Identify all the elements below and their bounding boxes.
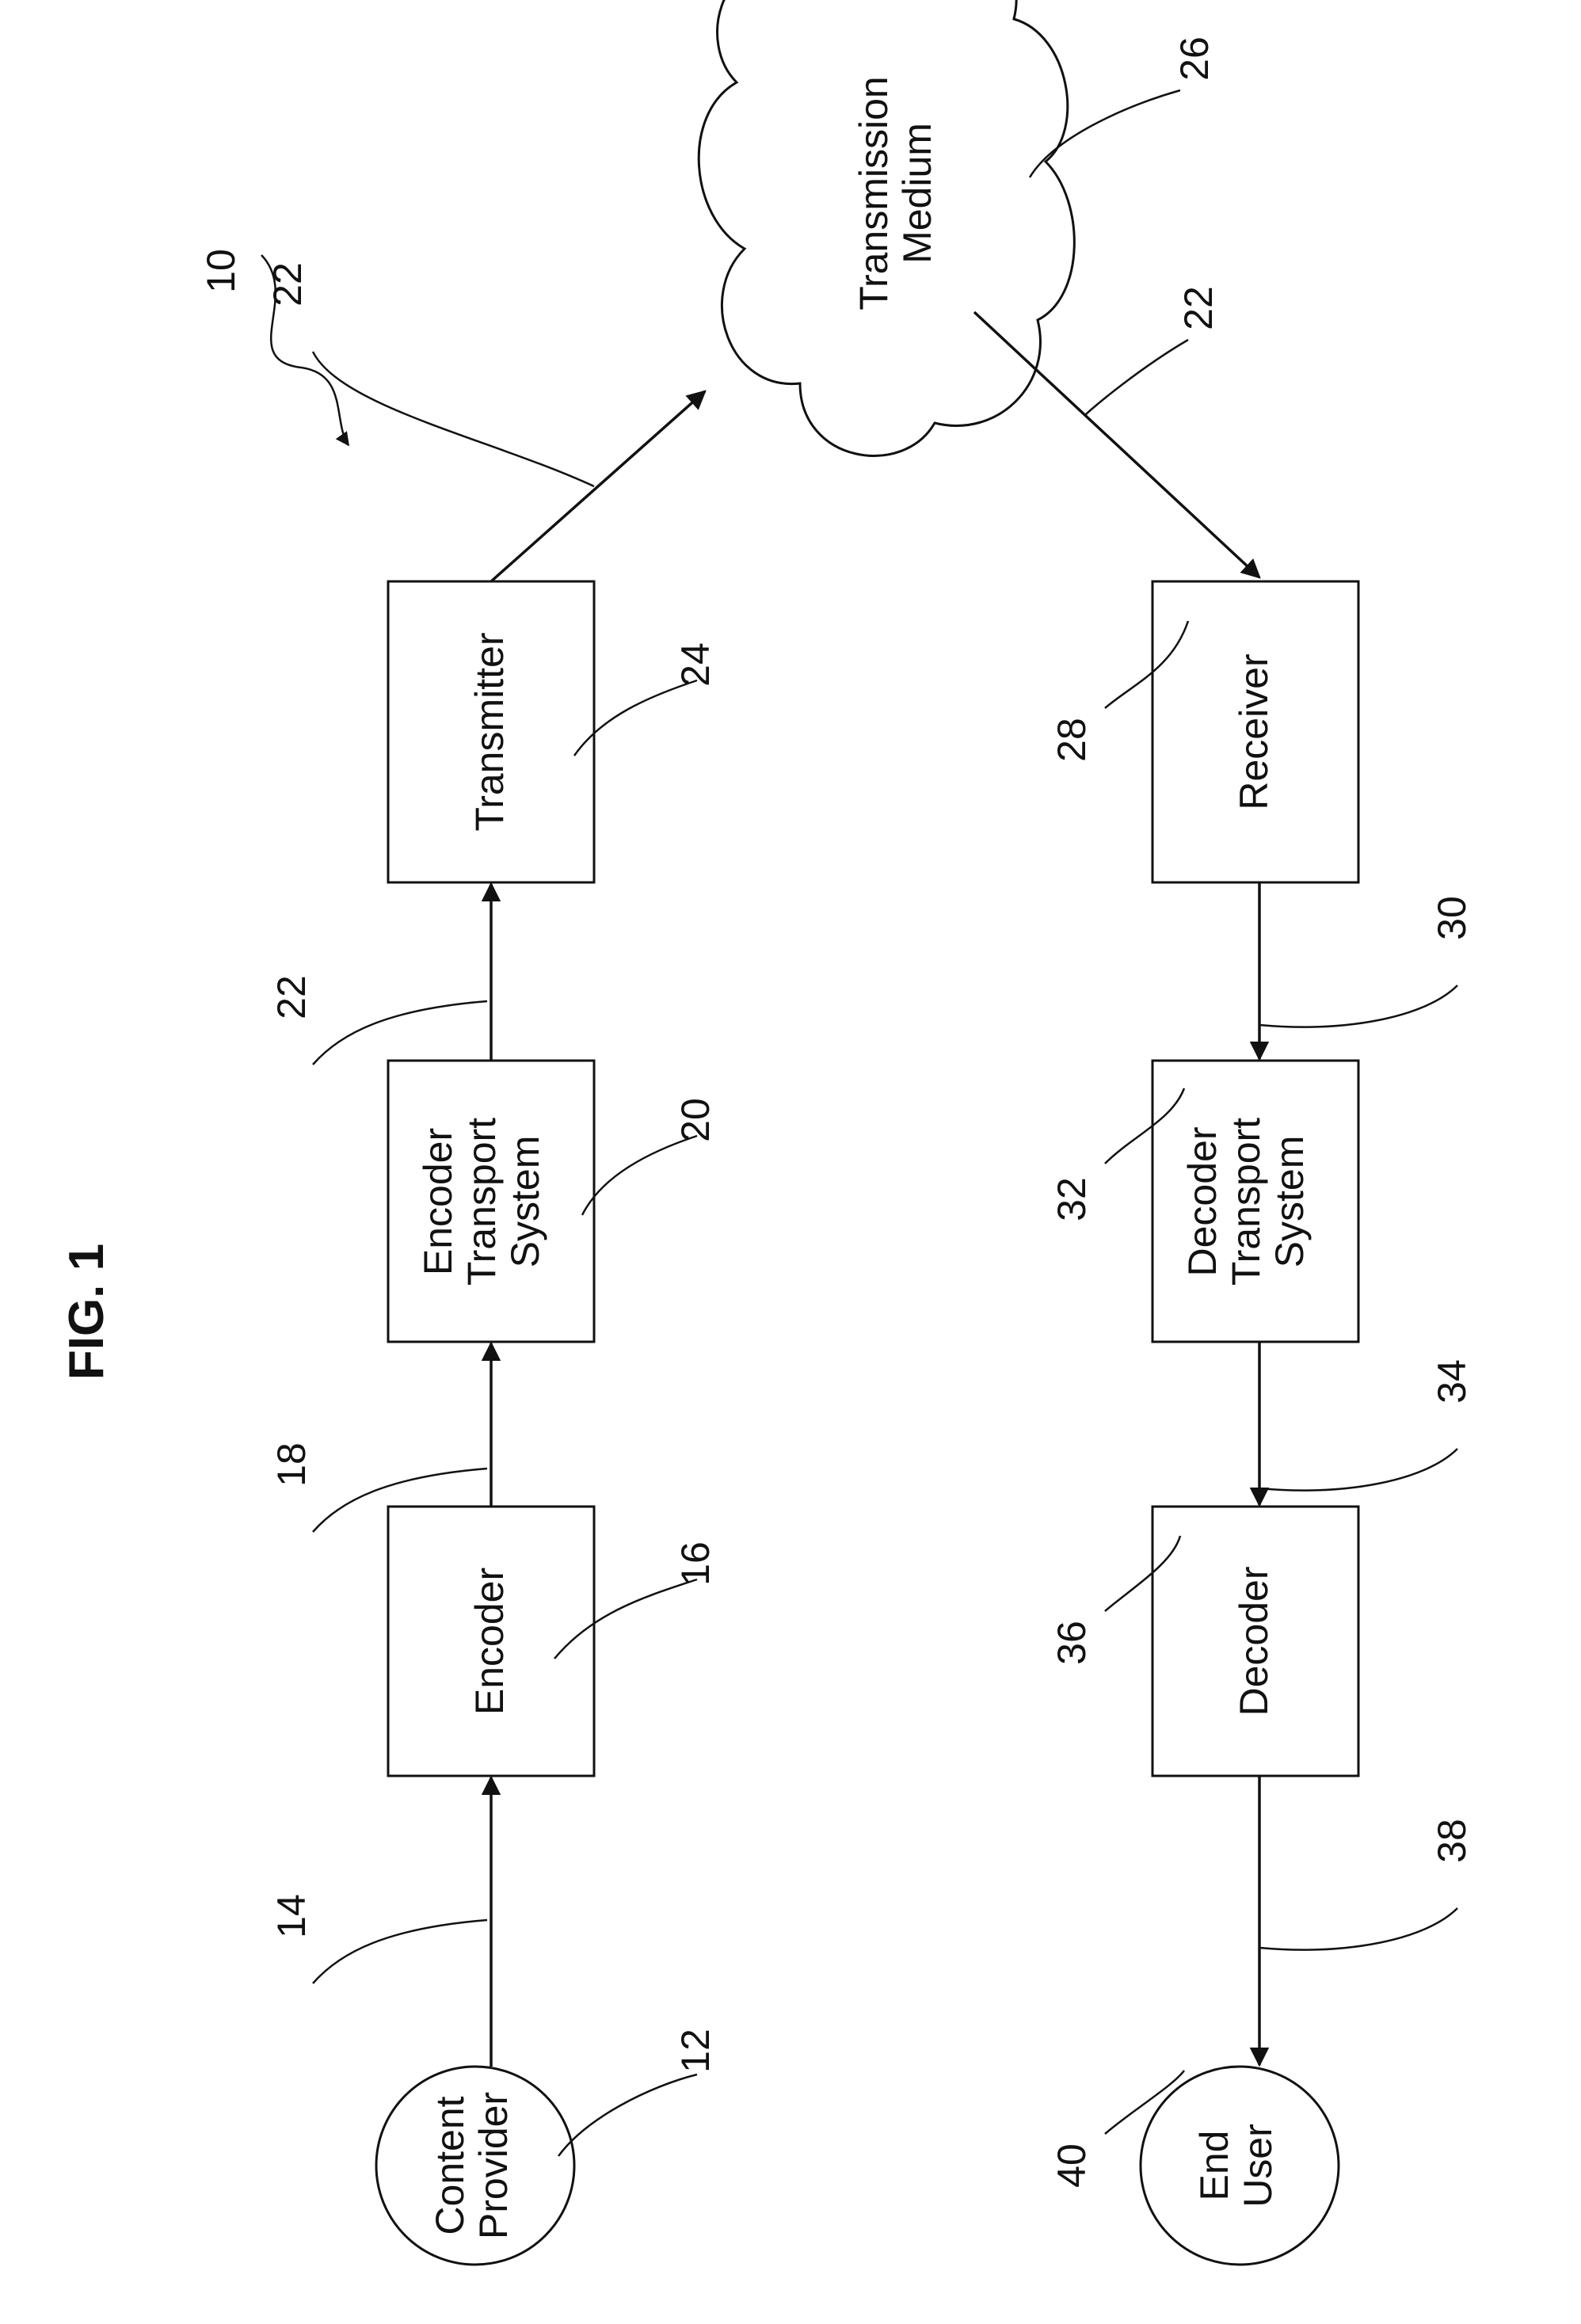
content-provider-label-line1: Content [428,2096,472,2234]
node-encoder: Encoder [388,1507,594,1776]
leader-20 [582,1136,697,1215]
medium-label-line2: Medium [895,123,939,264]
ref-12: 12 [673,2029,718,2073]
medium-label-line1: Transmission [851,76,896,310]
leader-22c [1085,340,1188,415]
node-decoder-transport: Decoder Transport System [1152,1061,1358,1342]
content-provider-label-line2: Provider [471,2092,516,2239]
leader-14 [313,1920,487,1983]
ref-26: 26 [1172,36,1217,81]
ref-36: 36 [1050,1621,1094,1665]
system-ref-label: 10 [199,249,243,293]
encoder-transport-label-line2: Transport [459,1118,504,1286]
leader-22b [313,352,594,486]
decoder-label: Decoder [1232,1567,1276,1716]
encoder-label: Encoder [467,1568,512,1715]
ref-34: 34 [1430,1359,1474,1404]
node-receiver: Receiver [1152,581,1358,882]
encoder-transport-label-line1: Encoder [416,1128,460,1275]
figure-title: FIG. 1 [59,1244,114,1380]
receiver-label: Receiver [1232,653,1276,810]
end-user-label-line2: User [1236,2124,1280,2208]
end-user-label-line1: End [1192,2131,1236,2201]
node-encoder-transport: Encoder Transport System [388,1061,594,1342]
ref-30: 30 [1430,896,1474,940]
decoder-transport-label-line2: Transport [1224,1118,1268,1286]
ref-18: 18 [269,1442,314,1487]
edge-transmitter-to-medium [491,391,705,581]
leader-22a [313,1001,487,1065]
node-transmission-medium: Transmission Medium [699,0,1074,455]
ref-22a: 22 [269,975,314,1019]
node-decoder: Decoder [1152,1507,1358,1776]
transmitter-label: Transmitter [467,633,512,832]
ref-22b: 22 [265,262,310,307]
decoder-transport-label-line3: System [1267,1136,1312,1268]
node-end-user: End User [1141,2067,1339,2265]
node-content-provider: Content Provider [376,2067,574,2265]
ref-28: 28 [1050,718,1094,762]
edge-medium-to-receiver [974,312,1259,577]
ref-14: 14 [269,1894,314,1938]
figure-rotated: FIG. 1 10 Content Provider Encoder Encod… [59,0,1474,2265]
ref-40: 40 [1050,2143,1094,2188]
leader-34 [1259,1449,1457,1491]
decoder-transport-label-line1: Decoder [1180,1127,1225,1277]
node-transmitter: Transmitter [388,581,594,882]
leader-12 [558,2074,697,2156]
ref-22c: 22 [1176,286,1221,330]
ref-32: 32 [1050,1177,1094,1221]
leader-38 [1259,1908,1457,1950]
ref-38: 38 [1430,1819,1474,1863]
encoder-transport-label-line3: System [503,1136,547,1268]
leader-30 [1259,985,1457,1027]
